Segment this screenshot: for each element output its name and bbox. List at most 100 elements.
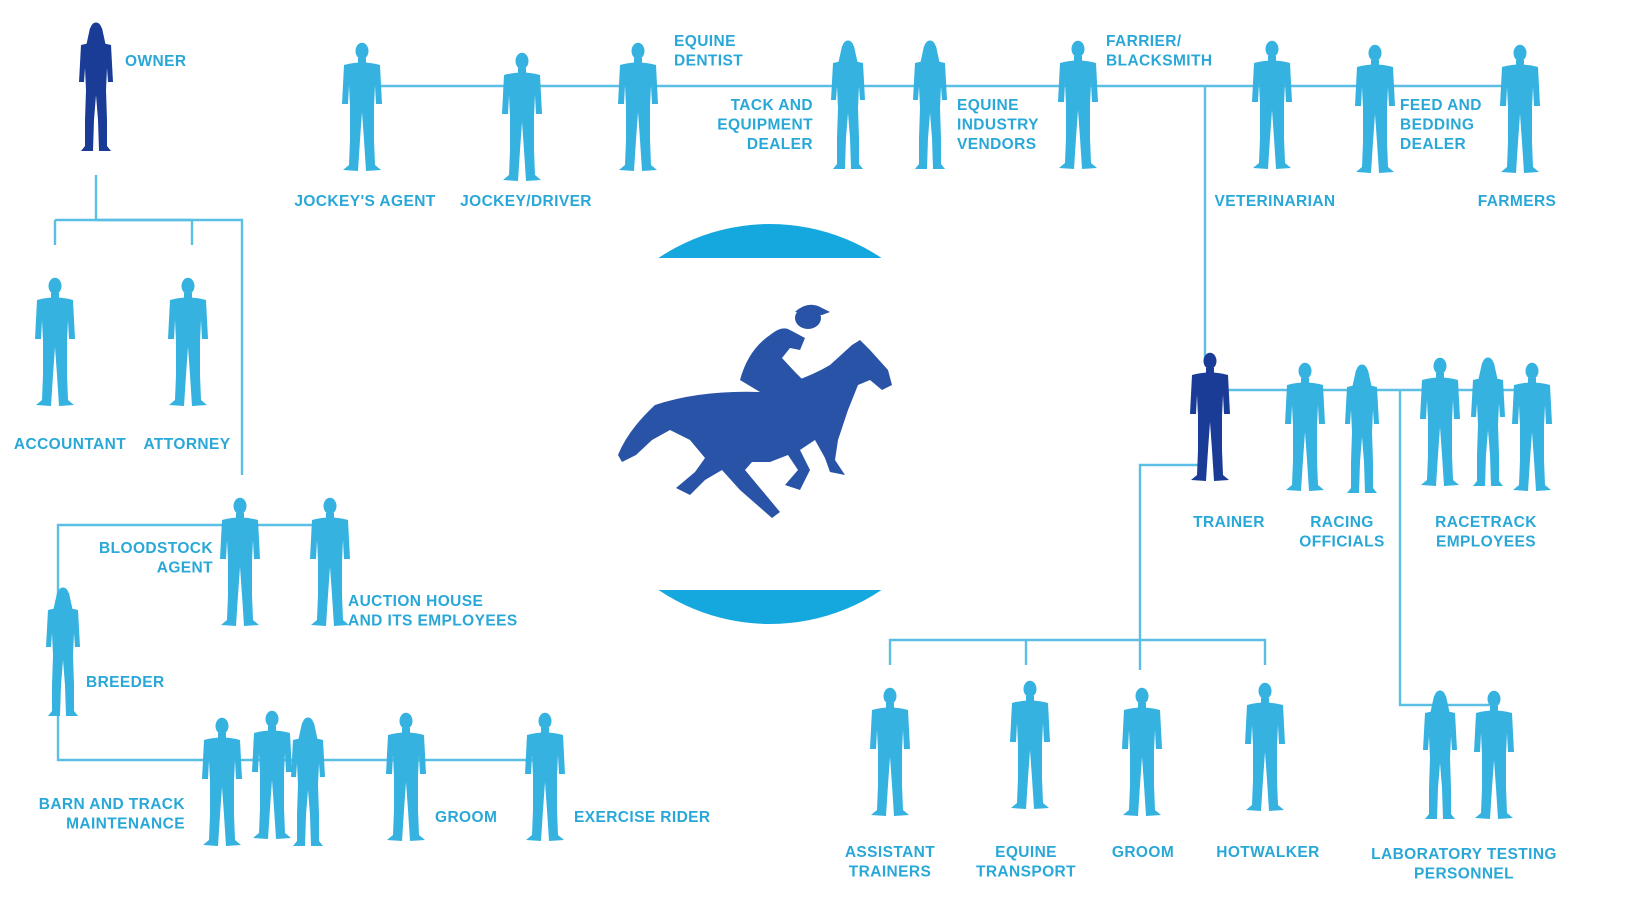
- bloodstock-agent-label-line: AGENT: [157, 560, 213, 577]
- exercise-rider-figure: [525, 712, 565, 841]
- lab-personnel-1-figure: [1423, 690, 1457, 819]
- assistant-trainers-label: ASSISTANT TRAINERS: [845, 844, 935, 881]
- accountant-label: ACCOUNTANT: [14, 436, 126, 453]
- jockey-driver-figure: [502, 52, 542, 181]
- hotwalker-figure: [1245, 682, 1285, 811]
- racetrack-employees-label: RACETRACK EMPLOYEES: [1435, 514, 1537, 551]
- bloodstock-agent-label-line: BLOODSTOCK: [99, 540, 213, 557]
- farmers-label-line: FARMERS: [1478, 193, 1557, 210]
- tack-equipment-dealer-label-line: EQUIPMENT: [717, 117, 813, 134]
- feed-bedding-dealer-label-line: BEDDING: [1400, 117, 1474, 134]
- racetrack-employee-1-figure: [1420, 357, 1460, 486]
- lab-testing-personnel-label-line: PERSONNEL: [1414, 866, 1514, 883]
- feed-dealer-figure: [1355, 44, 1395, 173]
- attorney-label: ATTORNEY: [143, 436, 230, 453]
- assistant-trainer-figure: [870, 687, 910, 816]
- equine-dentist-label-line: DENTIST: [674, 53, 743, 70]
- lab-personnel-2-figure: [1474, 690, 1514, 819]
- racing-officials-label-line: RACING: [1310, 514, 1374, 531]
- auction-house-label-line: AUCTION HOUSE: [348, 593, 483, 610]
- owner-label: OWNER: [125, 53, 186, 70]
- equine-industry-vendors-label: EQUINE INDUSTRY VENDORS: [957, 97, 1039, 153]
- jockey-driver-label: JOCKEY/DRIVER: [460, 193, 592, 210]
- horse-and-jockey-icon: [618, 304, 892, 518]
- feed-bedding-dealer-label-line: DEALER: [1400, 136, 1466, 153]
- trainer-label: TRAINER: [1193, 514, 1265, 531]
- tack-equipment-dealer-label-line: TACK AND: [731, 97, 813, 114]
- groom-left-figure: [386, 712, 426, 841]
- farrier-blacksmith-label: FARRIER/BLACKSMITH: [1106, 33, 1212, 70]
- racing-officials-label: RACING OFFICIALS: [1299, 514, 1384, 551]
- owner-label-line: OWNER: [125, 53, 186, 70]
- equine-transport-label: EQUINE TRANSPORT: [976, 844, 1076, 881]
- tack-equipment-dealer-label-line: DEALER: [747, 136, 813, 153]
- trainer-label-line: TRAINER: [1193, 514, 1265, 531]
- farrier-blacksmith-label-line: FARRIER/: [1106, 33, 1182, 50]
- equine-industry-vendors-label-line: INDUSTRY: [957, 117, 1039, 134]
- barn-worker-1-figure: [202, 717, 242, 846]
- jockeys-agent-figure: [342, 42, 382, 171]
- racetrack-employees-label-line: EMPLOYEES: [1436, 534, 1536, 551]
- farrier-blacksmith-label-line: BLACKSMITH: [1106, 53, 1212, 70]
- equine-transport-label-line: TRANSPORT: [976, 864, 1076, 881]
- groom-right-label: GROOM: [1112, 844, 1174, 861]
- attorney-label-line: ATTORNEY: [143, 436, 230, 453]
- racing-officials-label-line: OFFICIALS: [1299, 534, 1384, 551]
- equine-dentist-figure: [618, 42, 658, 171]
- farmers-label: FARMERS: [1478, 193, 1557, 210]
- farrier-figure: [1058, 40, 1098, 169]
- racetrack-employee-3-figure: [1512, 362, 1552, 491]
- jockeys-agent-label: JOCKEY'S AGENT: [294, 193, 435, 210]
- accountant-label-line: ACCOUNTANT: [14, 436, 126, 453]
- exercise-rider-label-line: EXERCISE RIDER: [574, 809, 711, 826]
- barn-worker-2-figure: [252, 710, 292, 839]
- groom-right-figure: [1122, 687, 1162, 816]
- barn-track-maintenance-label-line: MAINTENANCE: [66, 816, 185, 833]
- groom-right-label-line: GROOM: [1112, 844, 1174, 861]
- assistant-trainers-label-line: ASSISTANT: [845, 844, 935, 861]
- feed-bedding-dealer-label: FEED AND BEDDING DEALER: [1400, 97, 1482, 153]
- barn-track-maintenance-label-line: BARN AND TRACK: [39, 796, 186, 813]
- veterinarian-figure: [1252, 40, 1292, 169]
- equine-industry-vendors-label-line: VENDORS: [957, 136, 1036, 153]
- veterinarian-label-line: VETERINARIAN: [1214, 193, 1335, 210]
- auction-house-figure: [310, 497, 350, 626]
- exercise-rider-label: EXERCISE RIDER: [574, 809, 711, 826]
- barn-track-maintenance-label: BARN AND TRACK MAINTENANCE: [39, 796, 186, 833]
- barn-worker-3-figure: [291, 717, 325, 846]
- racetrack-employees-label-line: RACETRACK: [1435, 514, 1537, 531]
- groom-left-label-line: GROOM: [435, 809, 497, 826]
- owner-figure: [79, 22, 113, 151]
- farmers-figure: [1500, 44, 1540, 173]
- breeder-label: BREEDER: [86, 674, 165, 691]
- bloodstock-agent-figure: [220, 497, 260, 626]
- groom-left-label: GROOM: [435, 809, 497, 826]
- vendors-figure: [913, 40, 947, 169]
- equine-industry-vendors-label-line: EQUINE: [957, 97, 1019, 114]
- feed-bedding-dealer-label-line: FEED AND: [1400, 97, 1482, 114]
- hotwalker-label: HOTWALKER: [1216, 844, 1319, 861]
- assistant-trainers-label-line: TRAINERS: [849, 864, 931, 881]
- trainer-figure: [1190, 352, 1230, 481]
- lab-testing-personnel-label: LABORATORY TESTING PERSONNEL: [1371, 846, 1557, 883]
- labels: OWNER JOCKEY'S AGENT JOCKEY/DRIVER EQUIN…: [14, 33, 1557, 883]
- equine-transport-label-line: EQUINE: [995, 844, 1057, 861]
- hotwalker-label-line: HOTWALKER: [1216, 844, 1319, 861]
- breeder-figure: [46, 587, 80, 716]
- auction-house-label-line: AND ITS EMPLOYEES: [348, 613, 518, 630]
- attorney-figure: [168, 277, 208, 406]
- accountant-figure: [35, 277, 75, 406]
- breeder-label-line: BREEDER: [86, 674, 165, 691]
- racetrack-employee-2-figure: [1471, 357, 1505, 486]
- tack-dealer-figure: [831, 40, 865, 169]
- auction-house-label: AUCTION HOUSE AND ITS EMPLOYEES: [348, 593, 518, 630]
- equine-transport-figure: [1010, 680, 1050, 809]
- bloodstock-agent-label: BLOODSTOCK AGENT: [99, 540, 213, 577]
- racing-official-2-figure: [1345, 364, 1379, 493]
- lab-testing-personnel-label-line: LABORATORY TESTING: [1371, 846, 1557, 863]
- tack-equipment-dealer-label: TACK AND EQUIPMENT DEALER: [717, 97, 813, 153]
- racing-official-1-figure: [1285, 362, 1325, 491]
